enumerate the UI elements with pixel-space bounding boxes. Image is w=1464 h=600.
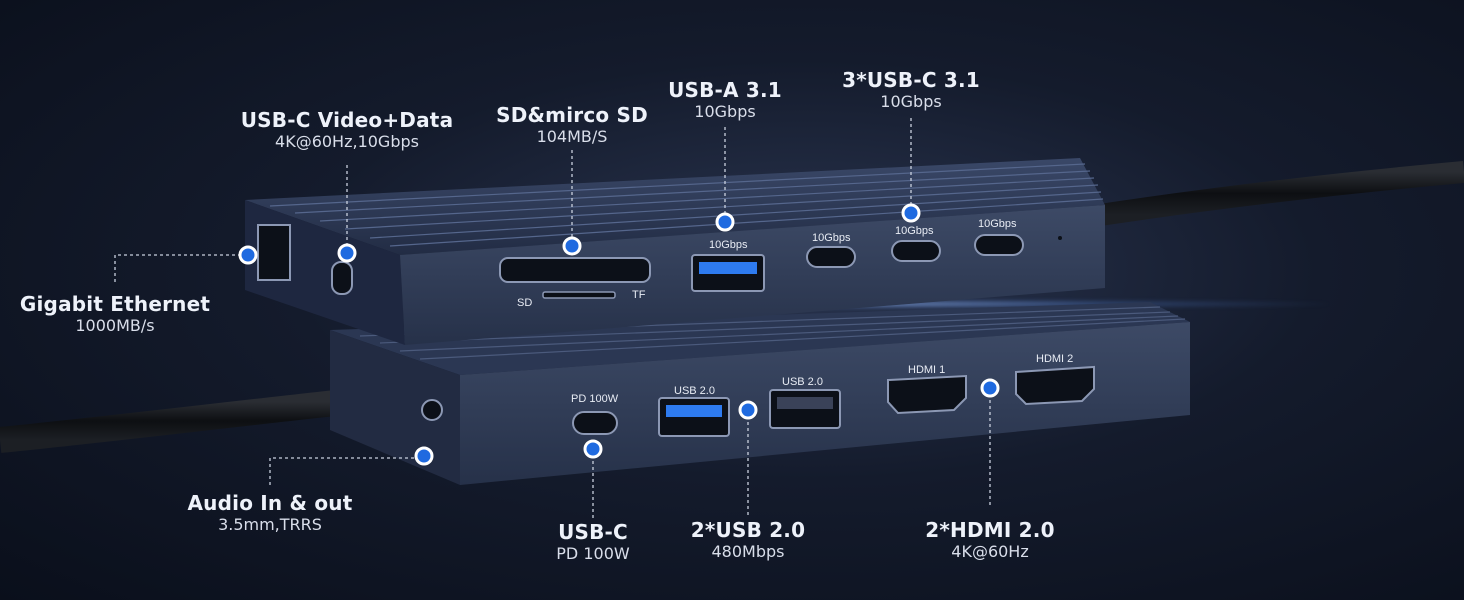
usbc31-port-1 bbox=[806, 246, 856, 268]
dot-ethernet bbox=[238, 245, 258, 265]
callout-sd: SD&mirco SD 104MB/S bbox=[482, 103, 662, 146]
svg-text:HDMI 2: HDMI 2 bbox=[1036, 353, 1073, 365]
hdmi-port-1 bbox=[887, 374, 967, 415]
dot-usbc-pd bbox=[583, 439, 603, 459]
usbc31-port-3 bbox=[974, 234, 1024, 256]
usbc-video-port bbox=[331, 261, 353, 295]
callout-audio-sub: 3.5mm,TRRS bbox=[218, 515, 322, 534]
svg-text:USB 2.0: USB 2.0 bbox=[782, 376, 823, 388]
svg-text:10Gbps: 10Gbps bbox=[978, 218, 1017, 230]
hdmi-port-2 bbox=[1015, 365, 1095, 406]
callout-usb20-title: 2*USB 2.0 bbox=[690, 518, 806, 542]
callout-usbc-video-sub: 4K@60Hz,10Gbps bbox=[275, 132, 419, 151]
callout-ethernet-title: Gigabit Ethernet bbox=[19, 292, 211, 316]
callout-usbc-pd-title: USB-C bbox=[558, 520, 628, 544]
pd-usbc-port bbox=[572, 411, 618, 435]
callout-usbc31-title: 3*USB-C 3.1 bbox=[842, 68, 980, 92]
callout-hdmi-sub: 4K@60Hz bbox=[951, 542, 1029, 561]
callout-audio-title: Audio In & out bbox=[187, 491, 353, 515]
svg-text:SD: SD bbox=[517, 297, 532, 309]
lower-hub: PD 100W USB 2.0 USB 2.0 HDMI 1 HDMI 2 bbox=[330, 302, 1190, 485]
callout-hdmi: 2*HDMI 2.0 4K@60Hz bbox=[915, 518, 1065, 561]
callout-hdmi-title: 2*HDMI 2.0 bbox=[925, 518, 1055, 542]
callout-sd-title: SD&mirco SD bbox=[496, 103, 648, 127]
dot-usbc31 bbox=[901, 203, 921, 223]
upper-hub: 10Gbps 10Gbps 10Gbps 10Gbps SD TF bbox=[245, 158, 1105, 345]
dot-usbc-video bbox=[337, 243, 357, 263]
callout-usbc31-sub: 10Gbps bbox=[880, 92, 942, 111]
dot-usb20 bbox=[738, 400, 758, 420]
callout-ethernet-sub: 1000MB/s bbox=[75, 316, 155, 335]
usbc31-port-2 bbox=[891, 240, 941, 262]
dot-hdmi bbox=[980, 378, 1000, 398]
callout-usb20: 2*USB 2.0 480Mbps bbox=[678, 518, 818, 561]
svg-text:10Gbps: 10Gbps bbox=[895, 225, 934, 237]
dot-usba31 bbox=[715, 212, 735, 232]
svg-text:TF: TF bbox=[632, 289, 646, 301]
svg-text:HDMI 1: HDMI 1 bbox=[908, 364, 945, 376]
callout-usb20-sub: 480Mbps bbox=[711, 542, 785, 561]
dot-sd bbox=[562, 236, 582, 256]
cable-right bbox=[1098, 161, 1464, 226]
svg-text:10Gbps: 10Gbps bbox=[812, 232, 851, 244]
audio-jack bbox=[421, 399, 443, 421]
callout-usbc-video: USB-C Video+Data 4K@60Hz,10Gbps bbox=[230, 108, 464, 151]
callout-usbc-pd: USB-C PD 100W bbox=[533, 520, 653, 563]
callout-dots bbox=[238, 203, 1000, 466]
ethernet-port bbox=[257, 224, 291, 281]
leader-lines bbox=[114, 118, 991, 520]
svg-text:USB 2.0: USB 2.0 bbox=[674, 385, 715, 397]
callout-ethernet: Gigabit Ethernet 1000MB/s bbox=[18, 292, 212, 335]
callout-usbc31: 3*USB-C 3.1 10Gbps bbox=[836, 68, 986, 111]
tf-slot bbox=[542, 291, 616, 299]
callout-usbc-video-title: USB-C Video+Data bbox=[240, 108, 454, 132]
svg-text:PD 100W: PD 100W bbox=[571, 393, 619, 405]
callout-audio: Audio In & out 3.5mm,TRRS bbox=[180, 491, 360, 534]
svg-text:10Gbps: 10Gbps bbox=[709, 239, 748, 251]
callout-usba31: USB-A 3.1 10Gbps bbox=[655, 78, 795, 121]
callout-usba31-title: USB-A 3.1 bbox=[668, 78, 782, 102]
callout-usba31-sub: 10Gbps bbox=[694, 102, 756, 121]
callout-usbc-pd-sub: PD 100W bbox=[556, 544, 630, 563]
callout-sd-sub: 104MB/S bbox=[536, 127, 608, 146]
sd-slot bbox=[499, 257, 651, 283]
dot-audio bbox=[414, 446, 434, 466]
cable-left bbox=[0, 389, 347, 453]
